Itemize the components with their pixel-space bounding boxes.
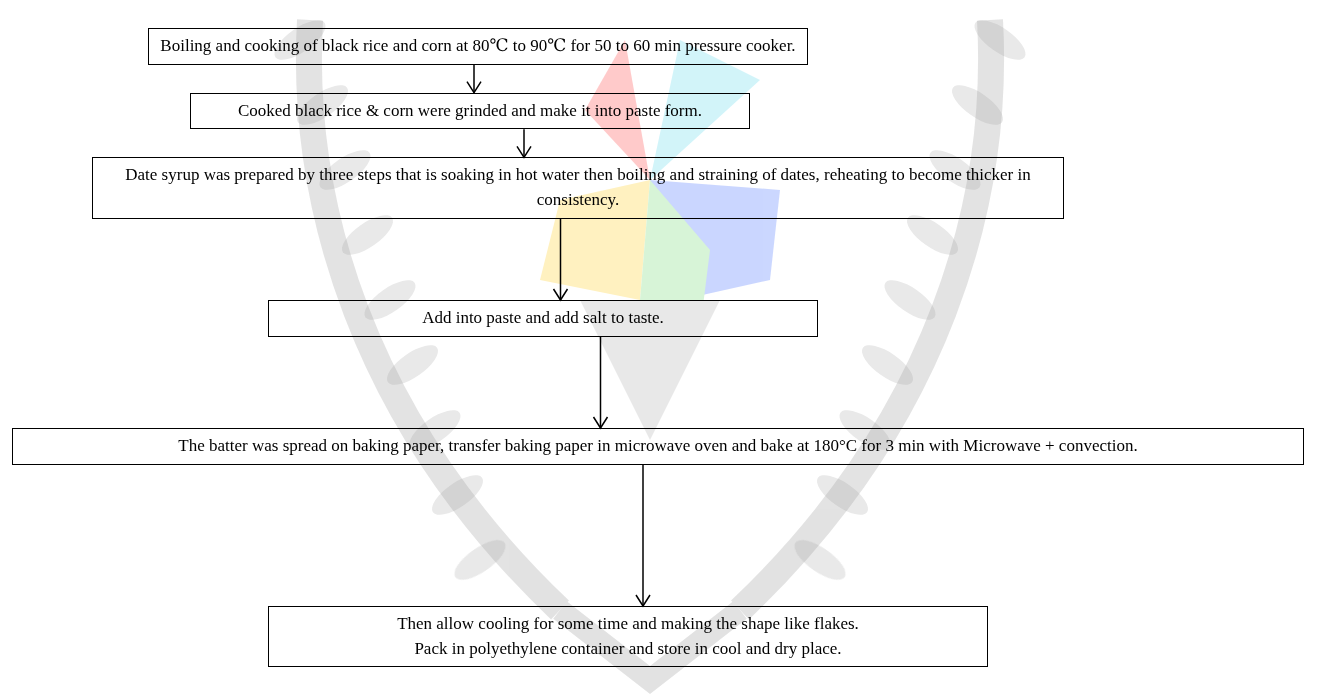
flow-arrow bbox=[594, 337, 608, 428]
flow-arrow bbox=[517, 129, 531, 157]
flow-arrow bbox=[636, 465, 650, 606]
laurel-leaf bbox=[381, 338, 444, 392]
step-text: Boiling and cooking of black rice and co… bbox=[157, 34, 799, 59]
arrow-head bbox=[554, 289, 568, 300]
step-text: Date syrup was prepared by three steps t… bbox=[101, 163, 1055, 212]
arrow-head bbox=[594, 417, 608, 428]
arrow-line bbox=[642, 465, 644, 606]
laurel-leaf bbox=[856, 338, 919, 392]
laurel-leaf bbox=[449, 533, 512, 587]
arrow-line bbox=[600, 337, 602, 428]
laurel-leaf bbox=[901, 208, 964, 262]
step-text: Pack in polyethylene container and store… bbox=[277, 637, 979, 662]
arrow-line bbox=[523, 129, 525, 157]
arrow-head bbox=[517, 146, 531, 157]
laurel-leaf bbox=[946, 78, 1009, 132]
process-box: Then allow cooling for some time and mak… bbox=[268, 606, 988, 667]
process-box: Cooked black rice & corn were grinded an… bbox=[190, 93, 750, 130]
laurel-branch bbox=[740, 20, 991, 610]
step-text: The batter was spread on baking paper, t… bbox=[21, 434, 1295, 459]
process-box: Boiling and cooking of black rice and co… bbox=[148, 28, 808, 65]
flow-arrow bbox=[467, 65, 481, 93]
arrow-line bbox=[473, 65, 475, 93]
laurel-leaf bbox=[811, 468, 874, 522]
laurel-leaf bbox=[426, 468, 489, 522]
step-text: Cooked black rice & corn were grinded an… bbox=[199, 99, 741, 124]
flow-arrow bbox=[554, 219, 568, 300]
arrow-line bbox=[560, 219, 562, 300]
laurel-leaf bbox=[336, 208, 399, 262]
arrow-head bbox=[636, 595, 650, 606]
arrow-head bbox=[467, 82, 481, 93]
laurel-leaf bbox=[969, 13, 1032, 67]
step-text: Add into paste and add salt to taste. bbox=[277, 306, 809, 331]
process-box: The batter was spread on baking paper, t… bbox=[12, 428, 1304, 465]
laurel-leaf bbox=[879, 273, 942, 327]
process-box: Date syrup was prepared by three steps t… bbox=[92, 157, 1064, 218]
process-box: Add into paste and add salt to taste. bbox=[268, 300, 818, 337]
laurel-leaf bbox=[789, 533, 852, 587]
step-text: Then allow cooling for some time and mak… bbox=[277, 612, 979, 637]
